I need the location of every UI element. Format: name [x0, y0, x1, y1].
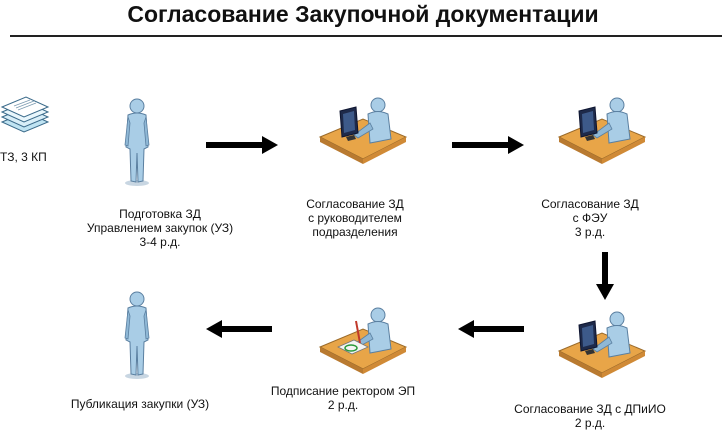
person-at-computer-icon: [557, 97, 647, 167]
step-line: с ФЭУ: [572, 211, 608, 225]
step-line: 2 р.д.: [327, 398, 359, 412]
step-label-prepare: Подготовка ЗД Управлением закупок (УЗ) 3…: [60, 207, 260, 249]
step-line: 3 р.д.: [574, 225, 606, 239]
arrow-left-icon: [458, 320, 524, 338]
person-at-computer-icon: [557, 311, 647, 381]
step-line: Согласование ЗД с ДПиИО: [514, 402, 666, 416]
person-at-computer-icon: [318, 97, 408, 167]
arrow-down-icon: [596, 252, 614, 300]
step-label-feu-approval: Согласование ЗД с ФЭУ 3 р.д.: [490, 197, 690, 239]
person-signing-icon: [318, 307, 408, 377]
documents-label: ТЗ, 3 КП: [0, 150, 47, 164]
standing-person-icon: [117, 97, 157, 187]
step-line: 2 р.д.: [574, 416, 606, 430]
step-line: Подготовка ЗД: [119, 207, 201, 221]
step-line: Публикация закупки (УЗ): [70, 397, 210, 411]
step-line: подразделения: [312, 225, 398, 239]
standing-person-icon: [117, 290, 157, 380]
step-label-publication: Публикация закупки (УЗ): [40, 397, 240, 411]
step-label-head-approval: Согласование ЗД с руководителем подразде…: [255, 197, 455, 239]
arrow-right-icon: [206, 136, 278, 154]
step-line: Подписание ректором ЭП: [270, 384, 416, 398]
step-line: Согласование ЗД: [306, 197, 404, 211]
step-line: с руководителем: [308, 211, 402, 225]
title-underline: [10, 35, 722, 37]
arrow-left-icon: [206, 320, 272, 338]
step-line: Согласование ЗД: [541, 197, 639, 211]
arrow-right-icon: [452, 136, 524, 154]
step-line: 3-4 р.д.: [139, 235, 181, 249]
step-label-dpiio-approval: Согласование ЗД с ДПиИО 2 р.д.: [490, 402, 690, 430]
step-line: Управлением закупок (УЗ): [86, 221, 234, 235]
page-title: Согласование Закупочной документации: [127, 1, 599, 27]
documents-stack-icon: [0, 95, 50, 137]
step-label-rector-signing: Подписание ректором ЭП 2 р.д.: [243, 384, 443, 412]
